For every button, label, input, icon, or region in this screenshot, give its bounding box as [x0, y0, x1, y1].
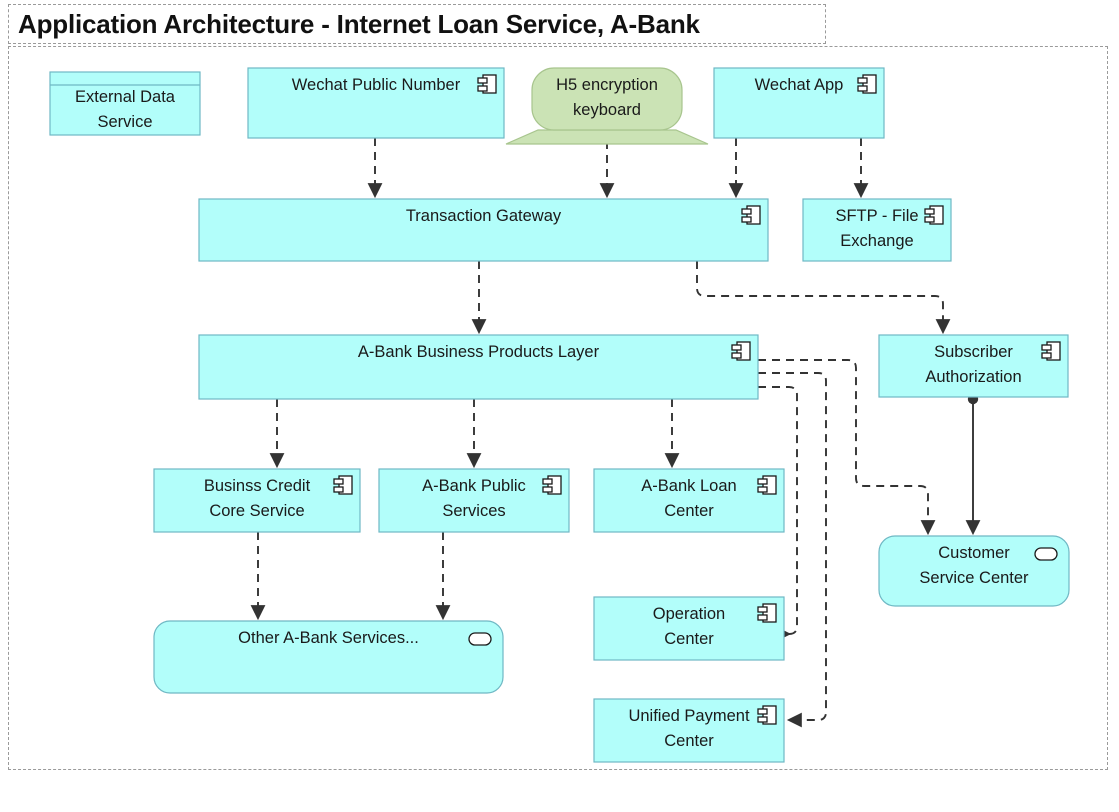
component-icon — [857, 74, 877, 94]
node-subscriber-authorization[interactable] — [878, 334, 1069, 398]
node-sftp-file-exchange[interactable] — [802, 198, 952, 262]
diagram-title-box: Application Architecture - Internet Loan… — [8, 4, 826, 44]
connector-transaction-gateway-to-subscriber-authorization — [696, 261, 951, 335]
connector-layer — [250, 138, 981, 728]
node-unified-payment-center[interactable] — [593, 698, 785, 763]
node-businss-credit-core-service[interactable] — [153, 468, 361, 533]
component-icon — [731, 341, 751, 361]
component-icon — [542, 475, 562, 495]
node-customer-service-center[interactable] — [878, 535, 1070, 607]
node-icon — [468, 632, 492, 646]
component-icon — [757, 475, 777, 495]
component-icon — [333, 475, 353, 495]
node-a-bank-public-services[interactable] — [378, 468, 570, 533]
page-title: Application Architecture - Internet Loan… — [18, 8, 700, 39]
component-icon — [1041, 341, 1061, 361]
node-operation-center[interactable] — [593, 596, 785, 661]
node-wechat-app[interactable] — [713, 67, 885, 139]
node-wechat-public-number[interactable] — [247, 67, 505, 139]
connector-subscriber-authorization-to-customer-service-center — [965, 393, 981, 536]
node-layer — [49, 67, 1070, 763]
component-icon — [741, 205, 761, 225]
component-icon — [757, 705, 777, 725]
node-other-a-bank-services[interactable] — [153, 620, 504, 694]
node-external-data-service[interactable] — [49, 71, 201, 136]
node-h5-encryption-keyboard[interactable] — [505, 67, 709, 145]
node-transaction-gateway[interactable] — [198, 198, 769, 262]
component-icon — [757, 603, 777, 623]
component-icon — [477, 74, 497, 94]
node-icon — [1034, 547, 1058, 561]
node-a-bank-business-products-layer[interactable] — [198, 334, 759, 400]
connector-business-products-layer-to-unified-payment-center — [758, 372, 827, 728]
node-a-bank-loan-center[interactable] — [593, 468, 785, 533]
component-icon — [924, 205, 944, 225]
connector-business-products-layer-to-operation-center — [758, 386, 802, 642]
diagram-outer-frame — [8, 46, 1108, 770]
